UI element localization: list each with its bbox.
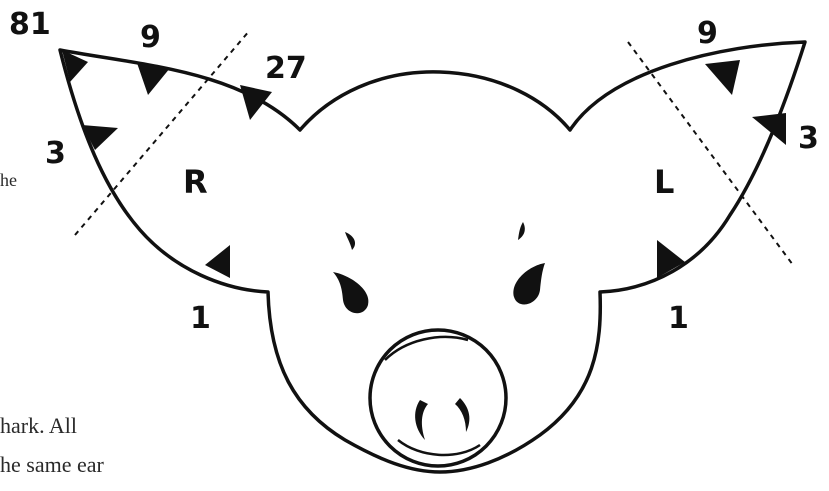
text-fragment-3: he same ear bbox=[0, 452, 104, 477]
notch-value-1-right: 1 bbox=[190, 301, 211, 336]
pig-head-outline bbox=[58, 40, 807, 474]
text-fragment-1: he bbox=[0, 170, 17, 190]
snout-outline bbox=[368, 328, 508, 468]
notch-9-right-triangle bbox=[137, 63, 170, 95]
notch-9-left-triangle bbox=[705, 60, 740, 95]
right-ear-letter: R bbox=[183, 163, 208, 201]
notch-value-3-right: 3 bbox=[45, 136, 66, 171]
notch-1-left-triangle bbox=[657, 240, 685, 278]
notch-value-27: 27 bbox=[265, 51, 307, 86]
notch-value-1-left: 1 bbox=[668, 301, 689, 336]
right-eye bbox=[333, 272, 369, 314]
notch-value-9-right: 9 bbox=[140, 20, 161, 55]
notch-1-right-triangle bbox=[205, 245, 230, 278]
notch-value-81: 81 bbox=[9, 7, 51, 42]
left-nostril bbox=[455, 398, 470, 432]
snout-highlight bbox=[384, 335, 469, 361]
snout-lower-rim bbox=[397, 439, 481, 457]
right-ear-guide-line bbox=[74, 29, 251, 236]
left-ear-letter: L bbox=[654, 163, 674, 201]
left-eyebrow bbox=[518, 222, 525, 240]
notch-value-3-left: 3 bbox=[798, 121, 819, 156]
notch-27-triangle bbox=[240, 85, 272, 120]
notch-3-right-triangle bbox=[82, 125, 118, 150]
notch-3-left-triangle bbox=[752, 113, 786, 145]
notch-value-9-left: 9 bbox=[697, 16, 718, 51]
left-eye bbox=[513, 263, 545, 305]
text-fragment-2: hark. All bbox=[0, 413, 77, 438]
left-ear-guide-line bbox=[627, 41, 794, 266]
notch-81-triangle bbox=[62, 50, 88, 82]
right-eyebrow bbox=[345, 232, 356, 250]
right-nostril bbox=[415, 400, 428, 440]
